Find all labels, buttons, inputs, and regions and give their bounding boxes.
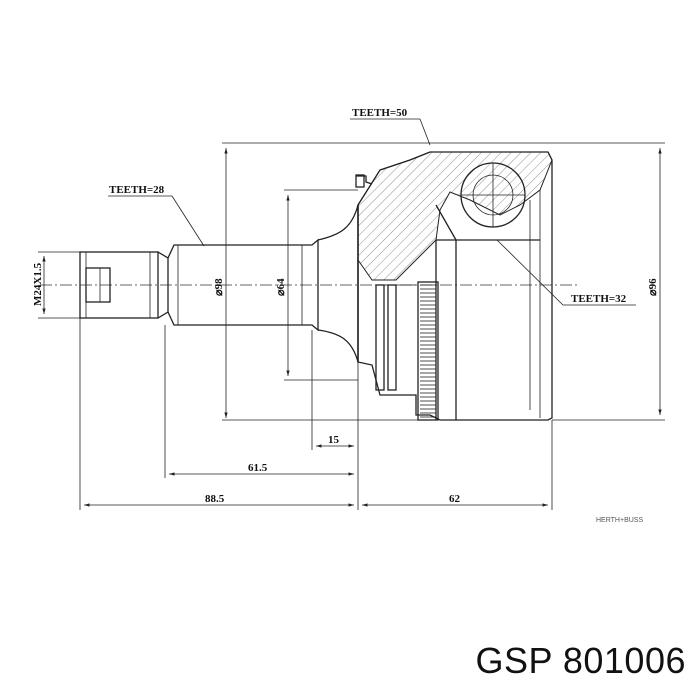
part-number-caption: GSP 801006 [475, 640, 686, 681]
dim-88-5-label: 88.5 [205, 493, 225, 505]
dim-15-label: 15 [328, 434, 340, 446]
dim-61-5-label: 61.5 [248, 462, 268, 474]
threaded-stub [79, 251, 169, 319]
teeth-28-label: TEETH=28 [109, 184, 165, 196]
thread-label: M24X1.5 [32, 262, 44, 306]
leaders [108, 118, 636, 306]
dia-64-label: ⌀64 [275, 278, 287, 296]
dia-98-label: ⌀98 [213, 278, 225, 296]
dia-96-label: ⌀96 [647, 278, 659, 296]
watermark-logo: HERTH+BUSS [596, 517, 643, 524]
abs-ring [417, 281, 439, 421]
dimensions [38, 142, 665, 510]
outer-housing [355, 151, 553, 421]
splined-shaft [167, 204, 359, 363]
dim-62-label: 62 [449, 493, 461, 505]
teeth-32-label: TEETH=32 [571, 293, 627, 305]
teeth-50-label: TEETH=50 [352, 107, 408, 119]
